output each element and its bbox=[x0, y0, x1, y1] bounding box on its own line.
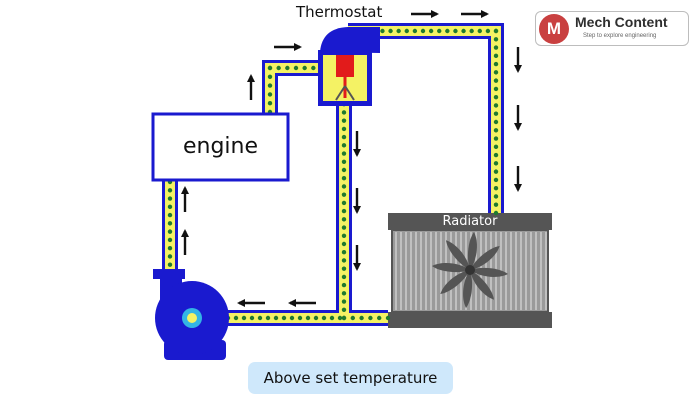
radiator-label: Radiator bbox=[442, 214, 498, 229]
brand-logo: M Mech Content Step to explore engineeri… bbox=[535, 11, 689, 46]
thermostat bbox=[318, 27, 380, 106]
thermostat-valve bbox=[335, 55, 355, 101]
water-pump bbox=[153, 269, 229, 360]
logo-mark-icon: M bbox=[539, 14, 569, 44]
flow-arrows bbox=[181, 10, 522, 307]
engine-block bbox=[151, 112, 290, 182]
caption-box: Above set temperature bbox=[248, 362, 453, 394]
thermostat-label: Thermostat bbox=[296, 3, 383, 21]
fan-icon bbox=[432, 232, 508, 308]
logo-name: Mech Content bbox=[575, 14, 668, 30]
engine-label: engine bbox=[182, 134, 259, 159]
logo-tagline: Step to explore engineering bbox=[583, 33, 657, 39]
radiator bbox=[388, 213, 552, 328]
caption-text: Above set temperature bbox=[263, 369, 438, 387]
